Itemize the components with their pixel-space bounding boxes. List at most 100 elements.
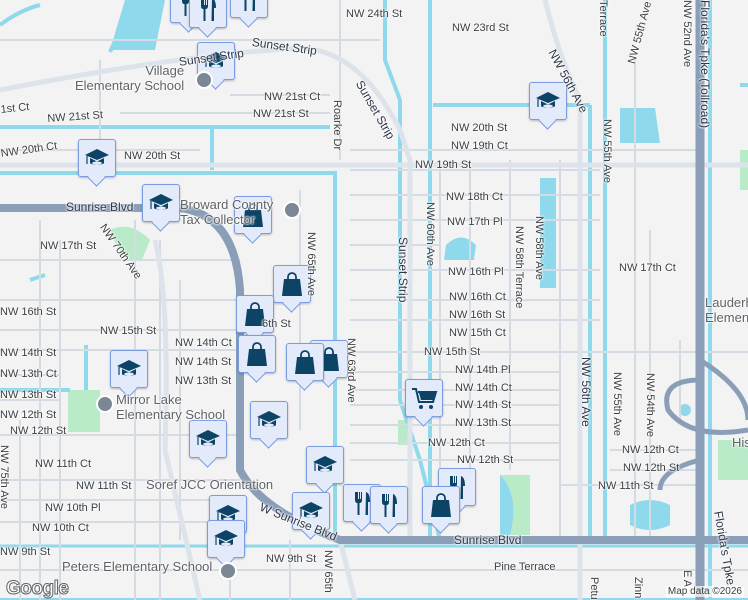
shopping-bag-icon [291, 348, 319, 376]
street-label: Florida's Tpke (Tollroad) [698, 0, 712, 129]
shopping-marker[interactable] [286, 343, 324, 381]
place-lauderhill-elementary[interactable]: Lauderhill Elementary [705, 295, 748, 325]
school-poi-icon[interactable] [219, 562, 237, 580]
street-label: NW 13th St [455, 417, 512, 429]
street-label: NW 12th St [623, 462, 680, 474]
shopping-marker[interactable] [236, 295, 274, 333]
school-marker[interactable] [189, 420, 227, 458]
school-marker[interactable] [110, 350, 148, 388]
graduation-cap-icon [115, 355, 143, 383]
graduation-cap-icon [147, 189, 175, 217]
street-label: 6th St [262, 318, 291, 330]
street-label: Sunset Strip [396, 237, 410, 303]
graduation-cap-icon [534, 87, 562, 115]
fork-knife-icon [194, 0, 222, 23]
street-label: NW 9th St [266, 553, 317, 565]
fork-knife-icon [375, 491, 403, 519]
place-peters-elementary[interactable]: Peters Elementary School [62, 559, 213, 574]
street-label: NW 63rd Ave [345, 338, 357, 403]
street-label: NW 24th St [346, 8, 403, 20]
place-broward-tax-collector[interactable]: Broward County Tax Collector [180, 197, 274, 227]
street-label: NW 16th St [449, 309, 506, 321]
school-marker[interactable] [306, 446, 344, 484]
street-label: NW 56th Ave [579, 357, 593, 427]
street-label: NW 58th Terrace [513, 226, 525, 309]
street-label: NW 14th St [455, 399, 512, 411]
shopping-marker[interactable] [273, 265, 311, 303]
school-poi-icon[interactable] [195, 71, 213, 89]
street-label: NW 19th St [415, 159, 472, 171]
government-poi-icon[interactable] [283, 201, 301, 219]
street-label: NW 13th St [0, 389, 57, 401]
street-label: NW 11th Ct [35, 458, 92, 470]
street-label: NW 20th St [451, 122, 508, 134]
school-marker[interactable] [529, 82, 567, 120]
street-label: NW 54th Ave [644, 373, 656, 437]
school-poi-icon[interactable] [96, 395, 114, 413]
school-marker[interactable] [207, 520, 245, 558]
street-label: NW 12th St [10, 425, 67, 437]
street-label: NW 55th Ave [601, 119, 613, 183]
street-label: NW 14th St [0, 347, 57, 359]
google-logo: Google [5, 578, 69, 600]
place-village-elementary[interactable]: Village Elementary School [75, 63, 185, 93]
street-label: NW 65th [322, 550, 334, 593]
street-label: NW 17th Ct [619, 262, 676, 274]
street-label: NW 52nd Ave [681, 0, 693, 68]
street-label: NW 60th Ave [424, 202, 436, 266]
shopping-marker[interactable] [234, 196, 272, 234]
place-soref-jcc[interactable]: Soref JCC Orientation [146, 477, 274, 492]
street-label: Zinn [632, 577, 644, 599]
shopping-bag-icon [427, 491, 455, 519]
shopping-cart-icon [410, 384, 438, 412]
school-marker[interactable] [250, 401, 288, 439]
street-label: NW 15th St [100, 325, 157, 337]
graduation-cap-icon [194, 425, 222, 453]
street-label: NW 15th Ct [449, 327, 506, 339]
graduation-cap-icon [83, 144, 111, 172]
street-label: NW 75th Ave [0, 445, 10, 509]
street-label: NW 11th St [76, 480, 132, 492]
street-label: NW 12th St [0, 409, 57, 421]
street-label: NW 17th Pl [447, 216, 503, 228]
street-label: NW 12th Ct [428, 437, 485, 449]
street-label: NW 23rd St [452, 22, 509, 34]
street-label: NW 14th Pl [455, 364, 511, 376]
street-label: Petu [588, 577, 600, 600]
restaurant-marker[interactable] [370, 486, 408, 524]
graduation-cap-icon [311, 451, 339, 479]
street-label: NW 12th St [457, 454, 514, 466]
street-label: NW 58th Ave [533, 216, 545, 280]
place-mirror-lake-elementary[interactable]: Mirror Lake Elementary School [116, 392, 226, 422]
school-marker[interactable] [142, 184, 180, 222]
street-label: NW 10th Ct [32, 522, 89, 534]
street-label: NW 65th Ave [305, 232, 317, 296]
shopping-marker[interactable] [422, 486, 460, 524]
fork-knife-icon [235, 0, 263, 13]
school-marker[interactable] [292, 492, 330, 530]
street-label: NW 14th Ct [455, 382, 512, 394]
street-label: NW 17th St [40, 240, 97, 252]
graduation-cap-icon [212, 525, 240, 553]
shopping-bag-icon [243, 340, 271, 368]
graduation-cap-icon [255, 406, 283, 434]
place-his[interactable]: His [732, 435, 748, 450]
shopping-bag-icon [278, 270, 306, 298]
street-label: NW 55th Ave [611, 372, 623, 436]
street-label: NW 11th St [598, 480, 654, 492]
street-label: NW 21st St [253, 108, 309, 120]
street-label: NW 9th St [0, 546, 51, 558]
school-marker[interactable] [78, 139, 116, 177]
street-label: NW 13th St [175, 375, 232, 387]
restaurant-marker[interactable] [230, 0, 268, 18]
street-label: NW 18th Ct [446, 191, 503, 203]
street-label: Sunrise Blvd [66, 200, 134, 214]
street-label: NW 19th Ct [451, 140, 508, 152]
restaurant-marker[interactable] [189, 0, 227, 28]
grocery-marker[interactable] [405, 379, 443, 417]
street-label: NW 10th Pl [45, 502, 101, 514]
street-label: Roarke Dr [331, 100, 343, 151]
shopping-marker[interactable] [238, 335, 276, 373]
map-attribution[interactable]: Map data ©2026 [665, 586, 744, 597]
